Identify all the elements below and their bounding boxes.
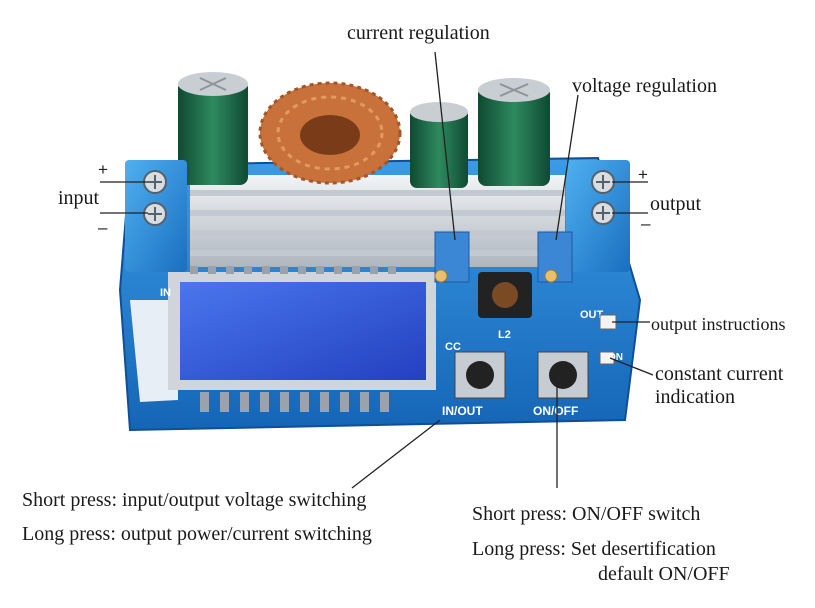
in-out-button[interactable] [454, 351, 506, 399]
in-silkscreen: IN [160, 287, 171, 299]
cc-silkscreen: CC [445, 341, 461, 353]
capacitor-right [478, 78, 550, 186]
on-off-silkscreen: ON/OFF [533, 404, 578, 418]
out-silkscreen: OUT [580, 309, 604, 321]
current-potentiometer [434, 231, 470, 283]
inductor-l2: L2 [478, 272, 532, 341]
on-silkscreen: ON [608, 352, 623, 363]
input-label: input [58, 187, 100, 209]
voltage-regulation-label: voltage regulation [572, 75, 717, 97]
input-minus-sign: – [98, 218, 108, 237]
lcd-display [168, 266, 436, 412]
in-out-silkscreen: IN/OUT [442, 404, 483, 418]
heatsink [190, 175, 565, 267]
constant-current-label-line1: constant current [655, 363, 784, 385]
current-regulation-label: current regulation [347, 22, 490, 44]
on-off-button[interactable] [537, 351, 589, 399]
output-plus-sign: + [638, 165, 648, 184]
output-minus-sign: – [641, 214, 651, 233]
model-silkscreen: Zk-SJVA-4 [500, 424, 555, 436]
output-terminal-block [566, 160, 630, 272]
input-plus-sign: + [98, 160, 108, 179]
right-button-long-press-cont: default ON/OFF [598, 563, 730, 585]
left-button-short-press: Short press: input/output voltage switch… [22, 489, 367, 511]
constant-current-label-line2: indication [655, 386, 735, 408]
l2-silkscreen: L2 [498, 329, 511, 341]
cc-led [599, 351, 615, 365]
right-button-long-press: Long press: Set desertification [472, 538, 716, 560]
voltage-potentiometer [537, 231, 573, 283]
output-instructions-label: output instructions [651, 314, 786, 334]
input-terminal-block [125, 160, 187, 272]
right-button-short-press: Short press: ON/OFF switch [472, 503, 701, 525]
left-button-long-press: Long press: output power/current switchi… [22, 523, 372, 545]
leader-lines [100, 51, 654, 489]
capacitor-middle [410, 102, 468, 188]
output-label: output [650, 193, 702, 215]
board-edge [130, 300, 178, 402]
capacitor-left [178, 72, 248, 185]
toroid-inductor [258, 81, 402, 185]
